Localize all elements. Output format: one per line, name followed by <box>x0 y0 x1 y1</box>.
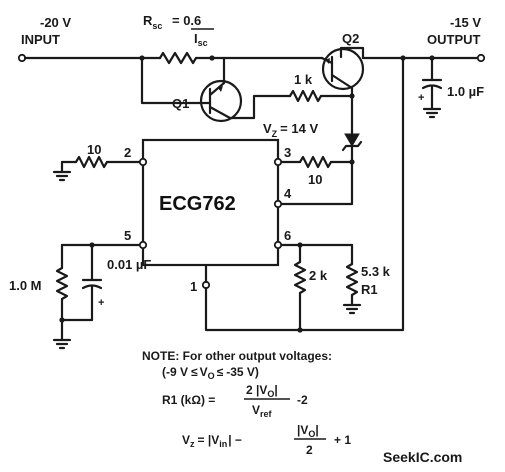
input-voltage: -20 V <box>40 15 71 30</box>
q1-collector-wire <box>228 94 284 120</box>
rsc-r: R <box>143 13 153 28</box>
rsc-resistor <box>158 51 198 65</box>
output-name: OUTPUT <box>427 32 481 47</box>
ic-pin-3-label: 3 <box>284 145 291 160</box>
rsc-label: Rsc = 0.6 Isc <box>143 13 214 48</box>
note-vz-num: |VO| <box>297 423 319 439</box>
note-vz: Vz= |Vin| − <box>182 433 242 449</box>
note-r1-tail: -2 <box>297 393 308 407</box>
vz-v: V <box>263 121 272 136</box>
ic-pin-4-label: 4 <box>284 186 292 201</box>
svg-text:Rsc: Rsc <box>143 13 162 31</box>
input-rail <box>17 51 324 65</box>
q1-label: Q1 <box>172 96 189 111</box>
note-r1-lhs: R1 (kΩ) = <box>162 393 215 407</box>
svg-text:Isc: Isc <box>194 31 208 48</box>
note-vz-den: 2 <box>306 443 313 457</box>
pin5-network: 1.0 M 0.01 µF + <box>9 242 151 350</box>
q1-base-wire <box>140 56 200 105</box>
ic-pin-2 <box>138 157 148 167</box>
resistor-1m <box>55 266 69 301</box>
ic-ecg762: ECG762 2 5 3 4 6 1 <box>124 138 292 294</box>
input-name: INPUT <box>21 32 60 47</box>
ic-pin-6-label: 6 <box>284 228 291 243</box>
resistor-10-pin2: 10 <box>52 142 141 182</box>
c-001-plus: + <box>98 297 104 309</box>
note-vz-tail: + 1 <box>334 433 351 447</box>
rsc-eq: = 0.6 <box>172 13 201 28</box>
svg-text:VZ= 14 V: VZ= 14 V <box>263 121 318 139</box>
rsc-sub: sc <box>152 21 162 31</box>
q1-transistor: Q1 <box>172 56 243 123</box>
ic-pin-5-label: 5 <box>124 228 131 243</box>
zener-diode: VZ= 14 V <box>263 94 363 164</box>
pin4-wire <box>280 160 354 206</box>
r-10-pin3-label: 10 <box>308 172 322 187</box>
note-title: NOTE: For other output voltages: <box>142 349 332 363</box>
c-001-label: 0.01 µF <box>107 257 151 272</box>
q2-label: Q2 <box>342 31 359 46</box>
note-block: NOTE: For other output voltages: (-9 V≤V… <box>142 349 351 457</box>
output-return-wire <box>204 56 405 332</box>
resistor-10-pin3: 10 <box>280 155 354 187</box>
output-voltage: -15 V <box>450 15 481 30</box>
ic-pin-6 <box>273 240 283 250</box>
resistor-1k: 1 k <box>280 72 354 103</box>
r-5k3-label: 5.3 k <box>361 264 391 279</box>
q2-out-link <box>339 46 365 60</box>
r-1m-label: 1.0 M <box>9 278 42 293</box>
note-r1-num: 2 |VO| <box>246 383 278 399</box>
junction-q1-emitter <box>209 55 215 61</box>
output-label: -15 V OUTPUT <box>427 15 481 47</box>
ic-pin-3 <box>273 157 283 167</box>
r-10-pin2-label: 10 <box>87 142 101 157</box>
ic-pin-4 <box>273 199 283 209</box>
resistor-r1 <box>345 262 359 297</box>
vz-sub: Z <box>272 129 278 139</box>
output-rail <box>361 53 486 63</box>
ic-pin-2-label: 2 <box>124 145 131 160</box>
r1-label: R1 <box>361 282 378 297</box>
r-2k-label: 2 k <box>309 268 328 283</box>
pin6-network: 2 k 5.3 k R1 <box>280 242 391 332</box>
input-label: -20 V INPUT <box>21 15 71 47</box>
c-out-plus: + <box>418 92 424 104</box>
r-1k-label: 1 k <box>294 72 313 87</box>
ic-pin-5 <box>138 240 148 250</box>
rsc-isc-sub: sc <box>198 38 208 48</box>
rsc-isc: I <box>194 31 198 46</box>
resistor-2k <box>293 260 307 295</box>
q2-transistor: Q2 <box>320 31 365 91</box>
output-capacitor: 1.0 µF + <box>418 56 484 119</box>
c-out-label: 1.0 µF <box>447 84 484 99</box>
junction-bottom <box>297 327 303 333</box>
note-range: (-9 V≤VO≤-35 V) <box>162 365 259 381</box>
output-terminal <box>476 53 486 63</box>
ic-pin-1-label: 1 <box>190 279 197 294</box>
note-r1-den: Vref <box>252 403 273 419</box>
vz-eq: = 14 V <box>280 121 318 136</box>
watermark: SeekIC.com <box>383 449 462 465</box>
ic-name: ECG762 <box>159 193 236 215</box>
